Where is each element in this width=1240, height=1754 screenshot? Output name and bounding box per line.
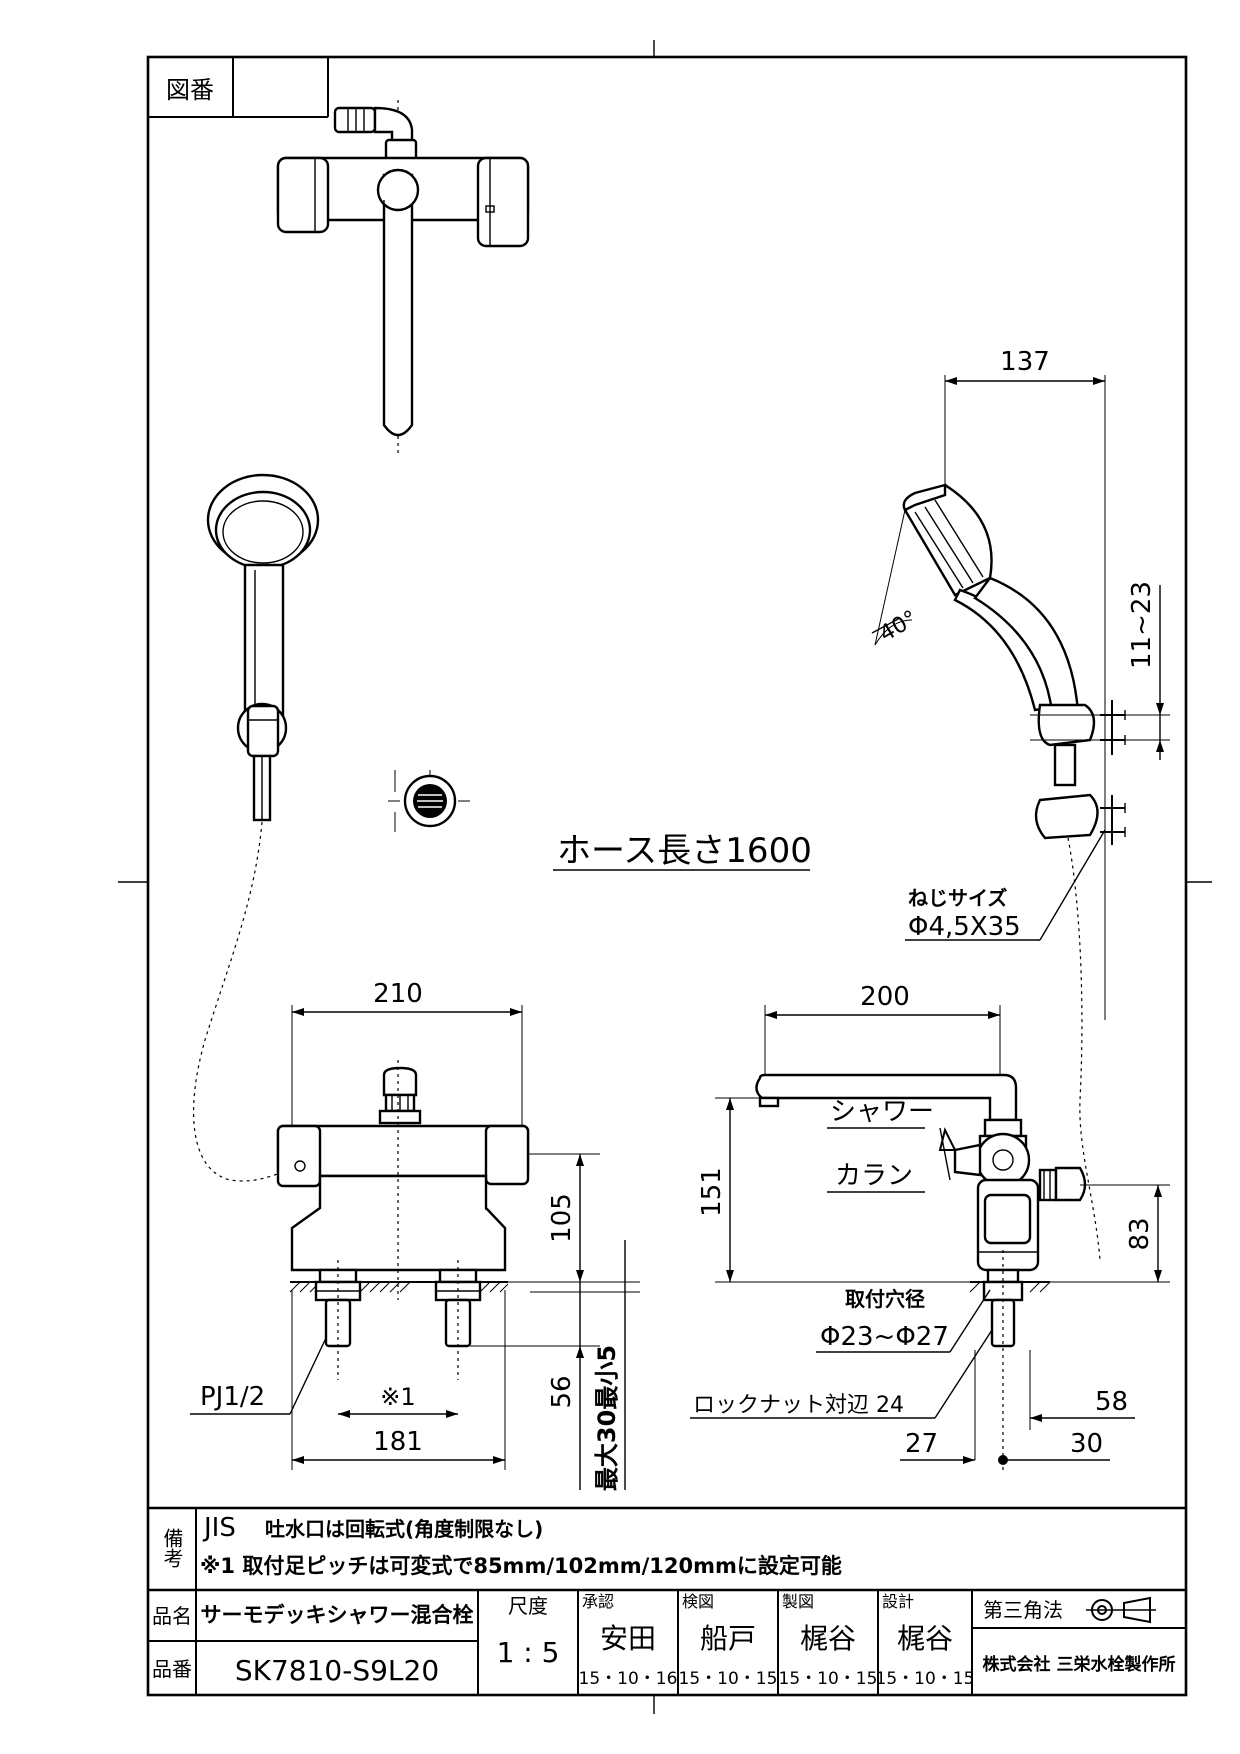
- product-number-label: 品番: [152, 1657, 192, 1681]
- hole-size: Φ23~Φ27: [820, 1322, 949, 1352]
- scale-value: 1 : 5: [497, 1636, 560, 1669]
- dim-11-23: 11~23: [1127, 581, 1157, 669]
- title-block: 品名 サーモデッキシャワー混合栓 品番 SK7810-S9L20 尺度 1 : …: [148, 1588, 1186, 1695]
- dim-56: 56: [547, 1375, 577, 1408]
- drawing-frame: [146, 55, 1188, 1697]
- dim-151: 151: [697, 1167, 727, 1217]
- dim-pj: PJ1/2: [200, 1382, 265, 1412]
- drawn-label: 製図: [782, 1592, 814, 1611]
- check-date: 15・10・15: [679, 1669, 778, 1689]
- hole-label: 取付穴径: [845, 1287, 925, 1311]
- scale-label: 尺度: [508, 1594, 548, 1618]
- hose-length-callout: ホース長さ1600: [553, 831, 812, 871]
- screw-size: Φ4,5X35: [908, 912, 1021, 942]
- third-angle-projection-icon: [1086, 1596, 1156, 1624]
- product-number-value: SK7810-S9L20: [235, 1654, 439, 1687]
- check-name: 船戸: [700, 1622, 756, 1655]
- dim-181: 181: [373, 1427, 423, 1457]
- screw-label: ねじサイズ: [908, 886, 1007, 910]
- dim-pitch-mark: ※1: [380, 1383, 415, 1411]
- shower-head-front: [192, 473, 320, 1182]
- hose-length-text: ホース長さ1600: [557, 831, 812, 871]
- dim-105: 105: [547, 1193, 577, 1243]
- notes-jis: JIS: [202, 1513, 236, 1543]
- locknut-label: ロックナット対辺 24: [693, 1393, 904, 1418]
- notes-line2: ※1 取付足ピッチは可変式で85mm/102mm/120mmに設定可能: [200, 1554, 842, 1578]
- drawn-date: 15・10・15: [779, 1669, 878, 1689]
- projection-label: 第三角法: [983, 1598, 1063, 1622]
- approval-label: 承認: [582, 1592, 614, 1611]
- notes-label: 備考: [160, 1528, 184, 1568]
- product-name-value: サーモデッキシャワー混合栓: [201, 1603, 474, 1627]
- design-name: 梶谷: [897, 1622, 953, 1655]
- top-view: [276, 100, 530, 455]
- approval-name: 安田: [600, 1622, 656, 1655]
- product-name-label: 品名: [152, 1604, 192, 1628]
- approval-date: 15・10・16: [579, 1669, 678, 1689]
- dim-200: 200: [860, 982, 910, 1012]
- shower-side-view: 137 40°: [871, 347, 1170, 1261]
- check-label: 検図: [682, 1592, 714, 1611]
- design-date: 15・10・15: [876, 1669, 975, 1689]
- dim-83: 83: [1125, 1217, 1155, 1250]
- drawing-number-box: 図番: [148, 57, 329, 118]
- dim-27: 27: [905, 1429, 938, 1459]
- front-elevation: 210: [190, 979, 640, 1491]
- dim-137: 137: [1000, 347, 1050, 377]
- design-label: 設計: [882, 1592, 914, 1611]
- dim-210: 210: [373, 979, 423, 1009]
- dim-58: 58: [1095, 1387, 1128, 1417]
- drawn-name: 梶谷: [800, 1622, 856, 1655]
- side-elevation: 200 シャワー カラン: [690, 982, 1170, 1470]
- screws: [1100, 700, 1126, 845]
- karan-label: カラン: [835, 1161, 913, 1191]
- dim-30: 30: [1070, 1429, 1103, 1459]
- dim-min-max: 最大30最小5: [593, 1345, 621, 1491]
- company-name: 株式会社 三栄水栓製作所: [983, 1654, 1176, 1675]
- notes-line1: 吐水口は回転式(角度制限なし): [265, 1517, 543, 1541]
- drawing-number-label: 図番: [166, 76, 214, 104]
- bracket-symbol: [388, 770, 470, 832]
- shower-label: シャワー: [830, 1097, 934, 1127]
- legs: [314, 1260, 482, 1380]
